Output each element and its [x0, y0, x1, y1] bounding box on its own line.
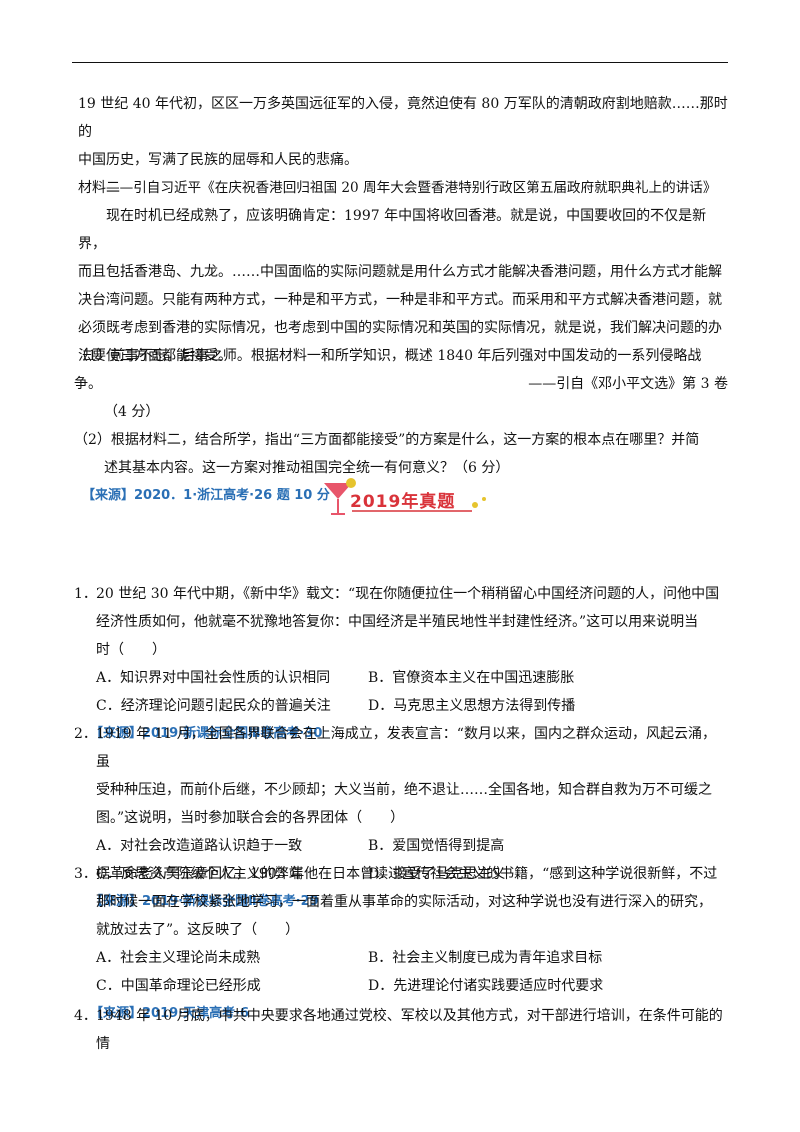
question-line: 1948 年 10 月底，中共中央要求各地通过党校、军校以及其他方式，对干部进行… [96, 1008, 723, 1052]
material-one: 19 世纪 40 年代初，区区一万多英国远征军的入侵，竟然迫使有 80 万军队的… [78, 90, 728, 202]
question-line: 经济性质如何，他就毫不犹豫地答复你：中国经济是半殖民地性半封建性经济。”这可以用… [96, 614, 699, 630]
option-c[interactable]: C．中国革命理论已经形成 [96, 978, 261, 994]
question-stem: 3． 据革命老人吴玉章回忆，1903 年他在日本曾读过宣传社会主义的书籍，“感到… [74, 860, 724, 944]
question-number: 1． [74, 586, 97, 602]
option-a[interactable]: A．知识界对中国社会性质的认识相同 [96, 670, 331, 686]
source-label: 【来源】2019·新课标全国Ⅲ卷高考·30 [90, 726, 323, 741]
option-a[interactable]: A．社会主义理论尚未成熟 [96, 950, 261, 966]
material-two-line: 法要使三方面都能接受。 [78, 348, 232, 364]
material-two-citation: ——引自《邓小平文选》第 3 卷 [528, 376, 728, 392]
question-stem: 4． 1948 年 10 月底，中共中央要求各地通过党校、军校以及其他方式，对干… [74, 1002, 724, 1058]
question-2: 2． 1919 年 11 月，全国各界联合会在上海成立，发表宣言：“数月以来，国… [74, 720, 724, 916]
sub-question-2-cont: 述其基本内容。这一方案对推动祖国完全统一有何意义？（6 分） [104, 460, 510, 476]
material-one-line: 19 世纪 40 年代初，区区一万多英国远征军的入侵，竟然迫使有 80 万军队的… [78, 96, 728, 140]
sub-questions: （1）前事不忘，后事之师。根据材料一和所学知识，概述 1840 年后列强对中国发… [74, 342, 724, 510]
year-badge: 2019年真题 [322, 477, 492, 525]
question-stem: 1． 20 世纪 30 年代中期，《新中华》载文：“现在你随便拉住一个稍稍留心中… [74, 580, 724, 664]
question-line: 那时候一面在学校紧张地学习，一面着重从事革命的实际活动，对这种学说也没有进行深入… [96, 894, 712, 910]
option-d[interactable]: D．马克思主义思想方法得到传播 [368, 698, 576, 714]
material-two-line: 现在时机已经成熟了，应该明确肯定：1997 年中国将收回香港。就是说，中国要收回… [78, 208, 707, 252]
cocktail-glass-icon [324, 478, 486, 515]
question-number: 2． [74, 726, 97, 742]
answer-options: A．社会主义理论尚未成熟 B．社会主义制度已成为青年追求目标 C．中国革命理论已… [74, 944, 724, 1000]
question-line: 时（ ） [96, 642, 166, 658]
sub-question-1-score: （4 分） [104, 404, 160, 420]
answer-options: A．知识界对中国社会性质的认识相同 B．官僚资本主义在中国迅速膨胀 C．经济理论… [74, 664, 724, 720]
question-line: 20 世纪 30 年代中期，《新中华》载文：“现在你随便拉住一个稍稍留心中国经济… [96, 586, 720, 602]
material-one-citation: ——引自习近平《在庆祝香港回归祖国 20 周年大会暨香港特别行政区第五届政府就职… [106, 180, 717, 196]
question-1: 1． 20 世纪 30 年代中期，《新中华》载文：“现在你随便拉住一个稍稍留心中… [74, 580, 724, 748]
option-a[interactable]: A．对社会改造道路认识趋于一致 [96, 838, 303, 854]
question-stem: 2． 1919 年 11 月，全国各界联合会在上海成立，发表宣言：“数月以来，国… [74, 720, 724, 832]
source-label: 【来源】2020．1·浙江高考·26 题 10 分 [82, 488, 330, 503]
sub-question-2: （2）根据材料二，结合所学，指出“三方面都能接受”的方案是什么，这一方案的根本点… [74, 432, 700, 448]
material-two-line: 决台湾问题。只能有两种方式，一种是和平方式，一种是非和平方式。而采用和平方式解决… [78, 292, 722, 308]
option-b[interactable]: B．爱国觉悟得到提高 [368, 838, 505, 854]
question-line: 1919 年 11 月，全国各界联合会在上海成立，发表宣言：“数月以来，国内之群… [96, 726, 716, 770]
option-d[interactable]: D．先进理论付诸实践要适应时代要求 [368, 978, 604, 994]
question-4: 4． 1948 年 10 月底，中共中央要求各地通过党校、军校以及其他方式，对干… [74, 1002, 724, 1058]
sub-question-1: （1）前事不忘，后事之师。根据材料一和所学知识，概述 1840 年后列强对中国发… [74, 348, 702, 392]
badge-label: 2019年真题 [350, 492, 456, 512]
material-two-line: 必须既考虑到香港的实际情况，也考虑到中国的实际情况和英国的实际情况，就是说，我们… [78, 320, 722, 336]
material-two: 材料二 现在时机已经成熟了，应该明确肯定：1997 年中国将收回香港。就是说，中… [78, 174, 728, 398]
source-label: 【来源】2019·天津高考·6 [90, 1006, 250, 1021]
option-d[interactable]: D．接受了马克思主义 [368, 866, 506, 882]
answer-options: A．对社会改造道路认识趋于一致 B．爱国觉悟得到提高 C．反思资产阶级个人主义的… [74, 832, 724, 888]
option-b[interactable]: B．官僚资本主义在中国迅速膨胀 [368, 670, 575, 686]
question-line: 受种种压迫，而前仆后继，不少顾却；大义当前，绝不退让……全国各地，知合群自救为万… [96, 782, 712, 798]
header-rule [72, 62, 728, 63]
option-c[interactable]: C．经济理论问题引起民众的普遍关注 [96, 698, 331, 714]
question-number: 4． [74, 1008, 97, 1024]
material-two-heading: 材料二 [78, 180, 120, 196]
question-number: 3． [74, 866, 97, 882]
option-b[interactable]: B．社会主义制度已成为青年追求目标 [368, 950, 603, 966]
option-c[interactable]: C．反思资产阶级个人主义的弊端 [96, 866, 303, 882]
question-line: 图。”这说明，当时参加联合会的各界团体（ ） [96, 810, 405, 826]
question-line: 就放过去了”。这反映了（ ） [96, 922, 300, 938]
material-two-line: 而且包括香港岛、九龙。……中国面临的实际问题就是用什么方式才能解决香港问题，用什… [78, 264, 722, 280]
question-3: 3． 据革命老人吴玉章回忆，1903 年他在日本曾读过宣传社会主义的书籍，“感到… [74, 860, 724, 1028]
source-label: 【来源】2019·新课标全国Ⅱ卷高考·29 [90, 894, 319, 909]
question-line: 据革命老人吴玉章回忆，1903 年他在日本曾读过宣传社会主义的书籍，“感到这种学… [96, 866, 718, 882]
material-one-line: 中国历史，写满了民族的屈辱和人民的悲痛。 [78, 152, 358, 168]
